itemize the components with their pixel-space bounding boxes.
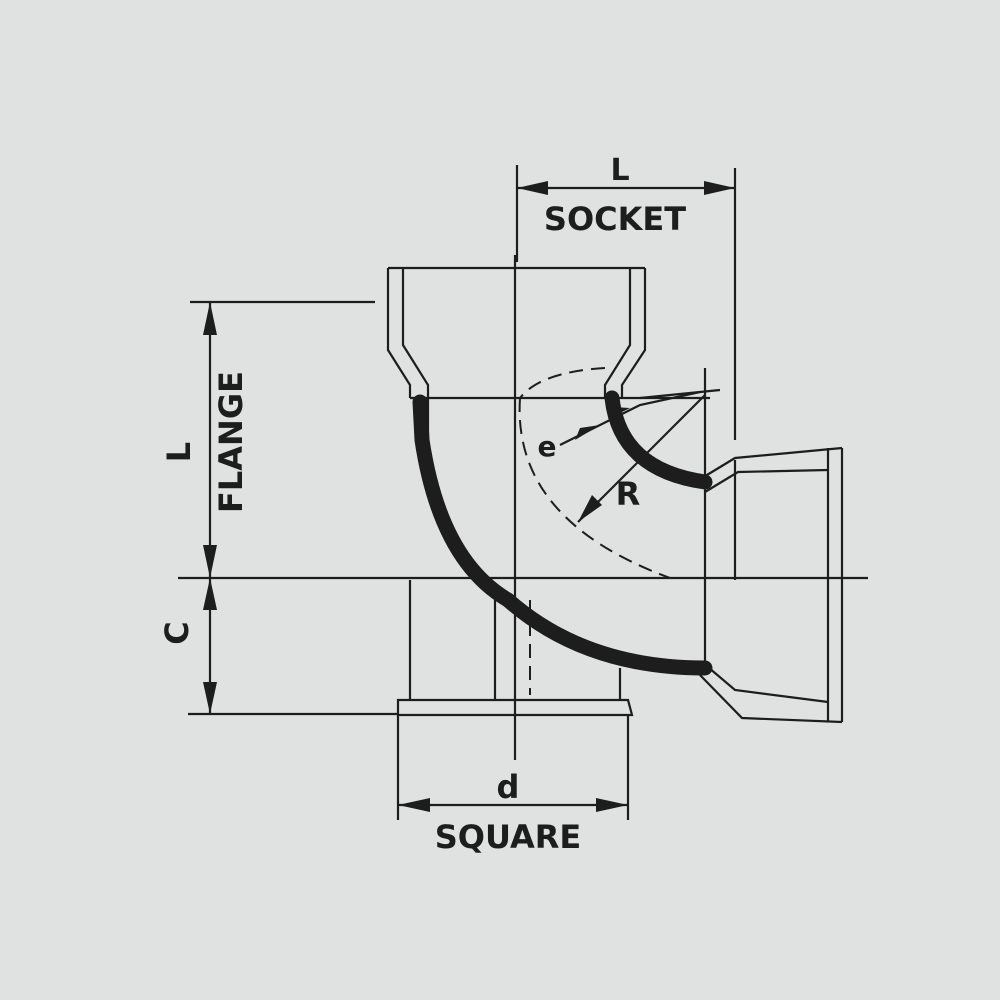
flange-length-label: L: [160, 442, 198, 462]
square-base: [396, 580, 634, 820]
c-dimension: [188, 578, 398, 716]
top-socket: [386, 266, 710, 400]
d-label: d: [497, 768, 520, 806]
r-label: R: [616, 475, 641, 513]
flange-dimension: [190, 300, 375, 578]
socket-label: SOCKET: [544, 200, 686, 238]
c-label: C: [158, 621, 196, 644]
side-socket: [699, 398, 844, 724]
socket-dimension: [515, 165, 737, 440]
e-label: e: [538, 430, 557, 463]
d-dimension: [398, 798, 628, 812]
e-r-dimension: [559, 368, 721, 523]
socket-length-label: L: [610, 153, 629, 188]
center-lines: [178, 255, 868, 760]
square-label: SQUARE: [435, 818, 582, 856]
flange-label: FLANGE: [212, 371, 250, 513]
